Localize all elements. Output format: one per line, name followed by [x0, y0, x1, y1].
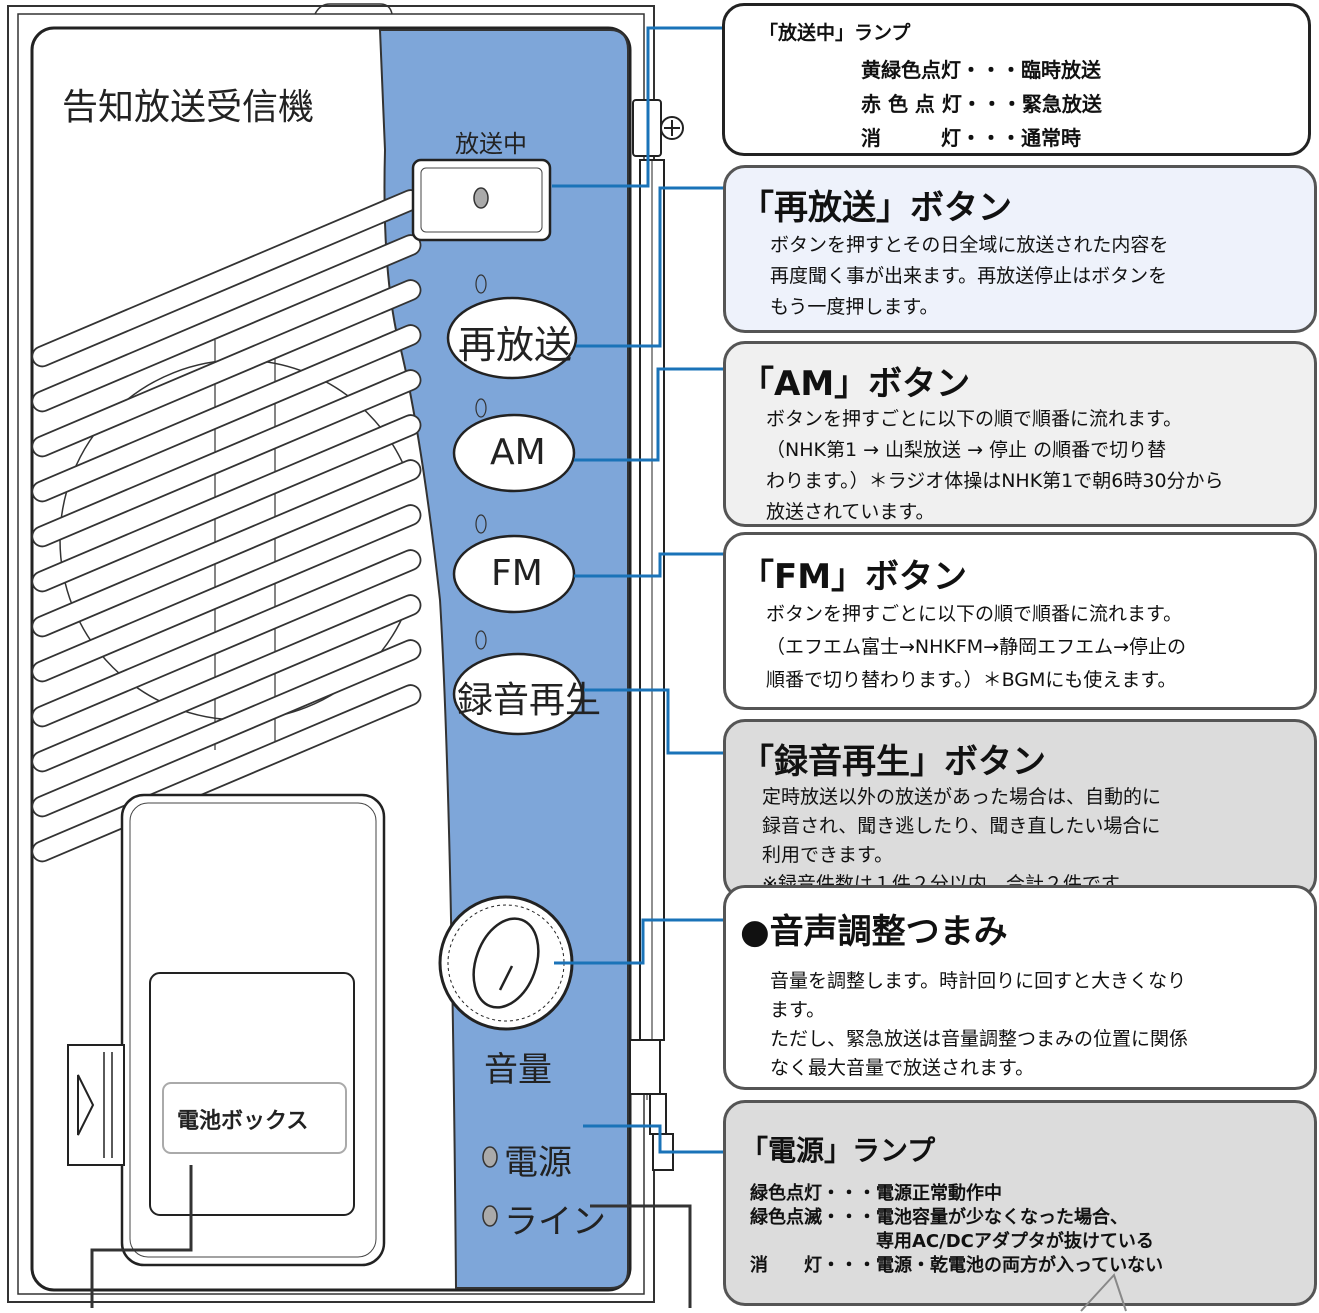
speaker-slats	[31, 189, 422, 863]
line-label: ライン	[504, 1202, 606, 1242]
power-label: 電源	[504, 1143, 572, 1183]
callout-power-lamp: 「電源」ランプ 緑色点灯・・・電源正常動作中 緑色点滅・・・電池容量が少なくなっ…	[723, 1100, 1317, 1312]
battery-box-label: 電池ボックス	[177, 1109, 309, 1134]
callout-am: 「AM」ボタン ボタンを押すごとに以下の順で順番に流れます。 （NHK第1 → …	[723, 341, 1317, 527]
line-volume	[554, 918, 740, 965]
am-button-shape	[452, 413, 576, 493]
line-fm	[574, 552, 740, 578]
fm-button-shape	[452, 534, 576, 614]
callout-rebroadcast: 「再放送」ボタン ボタンを押すとその日全域に放送された内容を 再度聞く事が出来ま…	[723, 165, 1317, 333]
volume-label: 音量	[484, 1050, 552, 1090]
power-lamp	[482, 1146, 498, 1168]
line-rebroadcast	[576, 186, 740, 348]
line-am	[574, 367, 740, 462]
line-record-play	[584, 688, 740, 755]
on-air-label: 放送中	[455, 130, 527, 158]
line-power	[583, 1124, 740, 1154]
callout-volume: ●音声調整つまみ 音量を調整します。時計回りに回すと大きくなり ます。 ただし、…	[723, 885, 1317, 1090]
record-play-button-shape	[452, 652, 584, 736]
box-notch-mark	[1080, 1273, 1127, 1312]
rebroadcast-button[interactable]: 再放送	[458, 323, 573, 367]
volume-knob	[438, 895, 574, 1031]
line-lamp	[482, 1205, 498, 1227]
record-play-button[interactable]: 録音再生	[457, 680, 602, 721]
device-title: 告知放送受信機	[62, 87, 315, 128]
am-button[interactable]: AM	[490, 432, 546, 473]
callout-fm: 「FM」ボタン ボタンを押すごとに以下の順で順番に流れます。 （エフエム富士→N…	[723, 532, 1317, 710]
on-air-lamp	[473, 187, 489, 209]
latch-arrow-icon	[77, 1074, 95, 1136]
battery-box-label-frame	[162, 1082, 347, 1154]
line-on-air	[552, 26, 740, 188]
fm-button[interactable]: FM	[491, 553, 543, 594]
callout-record-play: 「録音再生」ボタン 定時放送以外の放送があった場合は、自動的に 録音され、聞き逃…	[723, 719, 1317, 899]
rebroadcast-button-shape	[446, 296, 578, 380]
callout-on-air-lamp: 「放送中」ランプ 黄緑色点灯・・・臨時放送 赤 色 点 灯・・・緊急放送 消 灯…	[722, 3, 1311, 156]
